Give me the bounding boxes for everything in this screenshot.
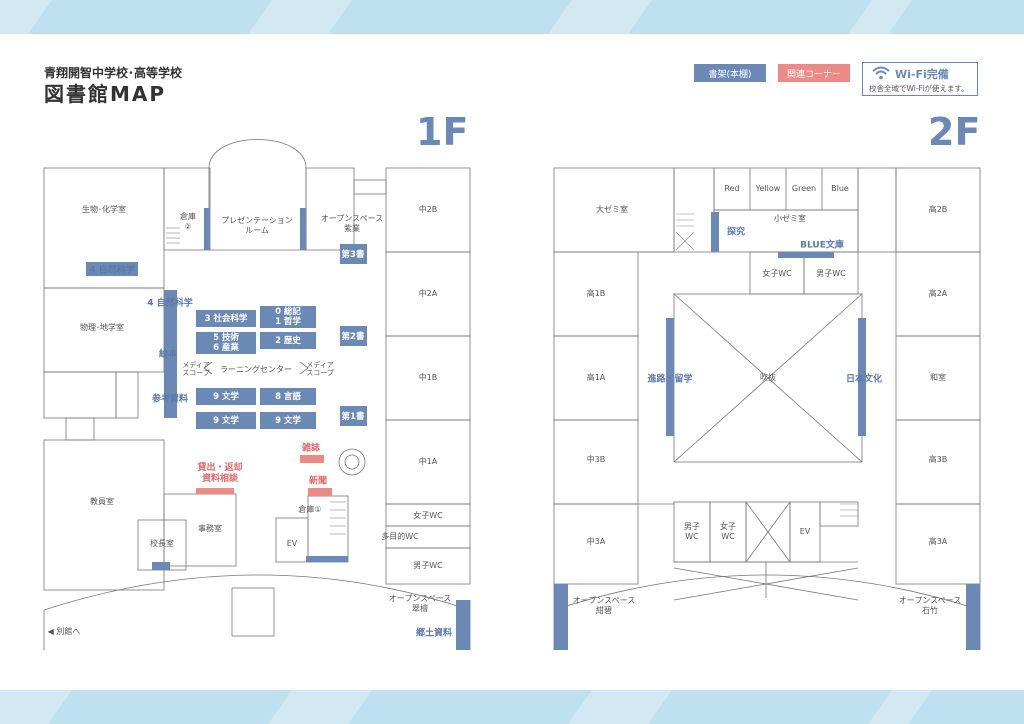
- room-ev-1f: EV: [286, 539, 298, 548]
- room-open-space-konpeki: オープンスペース 紺碧: [572, 596, 636, 615]
- room-girls-wc-1f: 女子WC: [413, 511, 443, 520]
- room-c3b: 中3B: [586, 455, 606, 464]
- page-title: 図書館MAP: [44, 82, 167, 106]
- room-atrium: 吹抜: [760, 373, 776, 382]
- corner-newspapers: 新聞: [308, 476, 328, 487]
- shelf-language: 8 言語: [275, 392, 301, 402]
- room-boys-wc-2f: 男子WC: [816, 269, 846, 278]
- room-h2b: 高2B: [928, 205, 948, 214]
- shelf-japanese-culture: 日本文化: [845, 374, 883, 385]
- shelf-natural-science-wall: 4 自然科学: [89, 265, 135, 276]
- room-red: Red: [724, 184, 740, 193]
- shelf-inquiry: 探究: [726, 227, 746, 238]
- corner-lending: 貸出・返却 資料相談: [197, 463, 243, 484]
- room-boys-wc-1f: 男子WC: [413, 561, 443, 570]
- room-c3a: 中3A: [586, 537, 606, 546]
- room-boys-wc-2f-lower: 男子 WC: [684, 522, 700, 541]
- room-washitsu: 和室: [930, 373, 946, 382]
- room-ev-2f: EV: [799, 527, 811, 536]
- room-storage-1: 倉庫①: [298, 505, 322, 514]
- room-bio-chem: 生物･化学室: [82, 205, 126, 214]
- shelf-history: 2 歴史: [275, 336, 301, 346]
- shelf-stack-1: 第1書: [341, 412, 365, 422]
- wifi-title: Wi-Fi完備: [895, 68, 949, 81]
- room-presentation: プレゼンテーション ルーム: [221, 216, 293, 235]
- room-multi-wc: 多目的WC: [381, 532, 419, 541]
- room-yellow: Yellow: [755, 184, 781, 193]
- wifi-badge: Wi-Fi完備 校舎全域でWi-Fiが使えます。: [862, 62, 978, 96]
- annex-link[interactable]: ◀ 別館へ: [47, 627, 81, 636]
- room-media-scope-left: メディア スコープ: [182, 361, 210, 377]
- floor-2-label: 2F: [928, 110, 981, 154]
- shelf-blue-library: BLUE文庫: [800, 240, 844, 251]
- room-c2b: 中2B: [418, 205, 438, 214]
- shelf-stack-3: 第3書: [341, 250, 365, 260]
- room-open-space-suikin: オープンスペース 翠檜: [388, 594, 452, 613]
- room-h1b: 高1B: [586, 289, 606, 298]
- room-girls-wc-2f: 女子WC: [762, 269, 792, 278]
- shelf-picture-books: 絵本: [158, 349, 178, 360]
- shelf-general-philosophy: 0 総記 1 哲学: [275, 307, 301, 327]
- shelf-local-materials: 郷土資料: [415, 628, 453, 639]
- wifi-subtitle: 校舎全域でWi-Fiが使えます。: [869, 84, 969, 93]
- room-open-space-shigyo: オープンスペース 紫業: [320, 214, 384, 233]
- room-storage-2: 倉庫 ②: [180, 212, 196, 231]
- corner-magazines: 雑誌: [301, 443, 321, 454]
- room-h2a: 高2A: [928, 289, 948, 298]
- room-office: 事務室: [198, 524, 222, 533]
- room-girls-wc-2f-lower: 女子 WC: [720, 522, 736, 541]
- room-blue: Blue: [831, 184, 849, 193]
- shelf-career: 進路・留学: [647, 374, 693, 385]
- school-name: 青翔開智中学校･高等学校: [44, 66, 183, 80]
- legend-shelves: 書架(本棚): [694, 64, 766, 82]
- room-large-seminar: 大ゼミ室: [596, 205, 628, 214]
- room-learning-center: ラーニングセンター: [220, 365, 292, 374]
- shelf-stack-2: 第2書: [341, 332, 365, 342]
- room-h3b: 高3B: [928, 455, 948, 464]
- room-open-space-sekichiku: オープンスペース 石竹: [898, 596, 962, 615]
- room-principal: 校長室: [150, 539, 174, 548]
- shelf-social-science: 3 社会科学: [204, 314, 248, 324]
- bottom-band: [0, 690, 1024, 724]
- shelf-literature-3: 9 文学: [275, 416, 301, 426]
- floor-1-label: 1F: [416, 110, 469, 154]
- shelf-technology-industry: 5 技術 6 産業: [213, 333, 239, 353]
- shelf-literature-2: 9 文学: [213, 416, 239, 426]
- room-c1a: 中1A: [418, 457, 438, 466]
- shelf-literature-1: 9 文学: [213, 392, 239, 402]
- legend-related: 関連コーナー: [778, 64, 850, 82]
- top-band: [0, 0, 1024, 34]
- room-h1a: 高1A: [586, 373, 606, 382]
- room-c2a: 中2A: [418, 289, 438, 298]
- room-green: Green: [791, 184, 817, 193]
- room-small-seminar: 小ゼミ室: [774, 214, 806, 223]
- wifi-icon: [872, 66, 890, 80]
- room-h3a: 高3A: [928, 537, 948, 546]
- room-staff: 教員室: [90, 497, 114, 506]
- room-physics-earth: 物理･地学室: [80, 323, 124, 332]
- room-media-scope-right: メディア スコープ: [306, 361, 334, 377]
- room-c1b: 中1B: [418, 373, 438, 382]
- shelf-natural-science: 4 自然科学: [147, 298, 193, 309]
- shelf-reference: 参考資料: [151, 394, 189, 405]
